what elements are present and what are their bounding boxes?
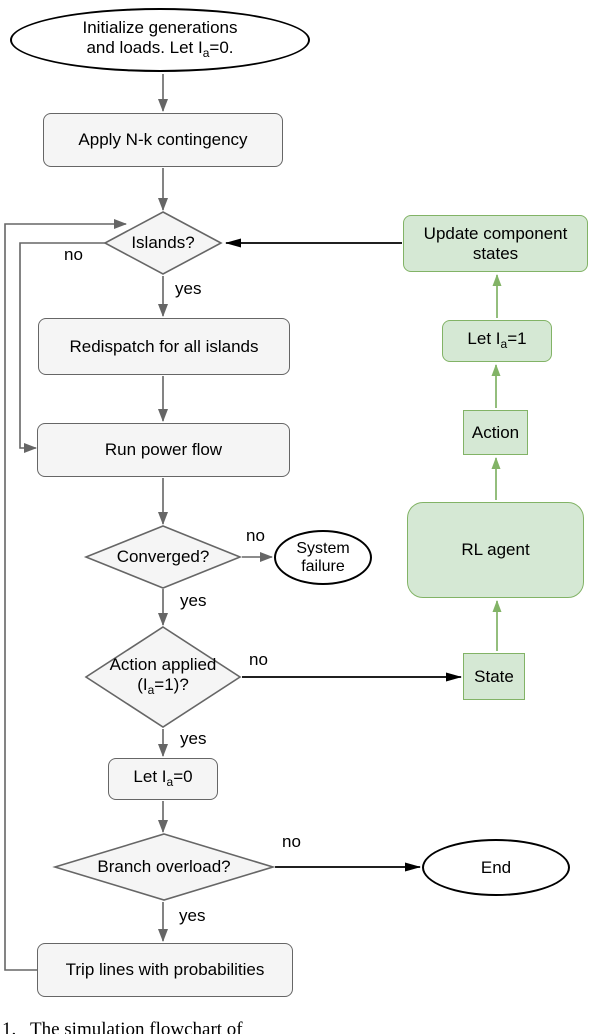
node-trip-lines: Trip lines with probabilities: [37, 943, 293, 997]
islands-yes-label: yes: [175, 279, 202, 298]
system-failure-line2: failure: [301, 557, 345, 575]
action-label: Action: [471, 422, 520, 442]
node-run-power-flow: Run power flow: [37, 423, 290, 477]
update-states-line2: states: [472, 243, 519, 263]
let-ia1-label: Let Ia=1: [467, 328, 527, 351]
converged-decision-shape: [83, 525, 243, 589]
converged-label: Converged?: [116, 547, 210, 566]
branch-overload-decision-shape: [52, 833, 276, 901]
branch-no-label: no: [282, 832, 301, 851]
islands-decision-shape: [103, 211, 223, 275]
action-applied-label: Action applied (Ia=1)?: [109, 654, 217, 697]
node-system-failure: System failure: [274, 530, 372, 585]
let-ia0-label: Let Ia=0: [133, 766, 193, 789]
node-let-ia1: Let Ia=1: [442, 320, 552, 362]
node-end: End: [422, 839, 570, 896]
edge-triplines-feedback-to-islands: [4, 219, 127, 971]
action-applied-decision-shape: [84, 626, 242, 728]
system-failure-line1: System: [296, 539, 350, 557]
islands-label: Islands?: [131, 233, 195, 252]
trip-lines-label: Trip lines with probabilities: [65, 960, 265, 979]
node-action: Action: [463, 410, 528, 455]
islands-no-label: no: [64, 245, 83, 264]
node-initialize-line1: Initialize generations: [82, 17, 238, 37]
figure-caption-text: The simulation flowchart of: [30, 1019, 243, 1034]
state-label: State: [474, 666, 514, 686]
branch-overload-label: Branch overload?: [97, 857, 231, 876]
edge-islands-no-to-runpf: [19, 242, 105, 453]
node-update-component-states: Update component states: [403, 215, 588, 272]
converged-yes-label: yes: [180, 591, 207, 610]
node-apply-contingency: Apply N-k contingency: [43, 113, 283, 167]
redispatch-label: Redispatch for all islands: [69, 336, 259, 356]
action-applied-no-label: no: [249, 650, 268, 669]
end-label: End: [480, 857, 512, 877]
figure-caption-number: 1.: [2, 1019, 17, 1034]
update-states-line1: Update component: [423, 223, 568, 243]
branch-yes-label: yes: [179, 906, 206, 925]
node-initialize: Initialize generations and loads. Let Ia…: [10, 8, 310, 72]
node-state: State: [463, 653, 525, 700]
node-let-ia0: Let Ia=0: [108, 758, 218, 800]
action-applied-yes-label: yes: [180, 729, 207, 748]
node-initialize-line2: and loads. Let Ia=0.: [86, 37, 234, 60]
run-power-flow-label: Run power flow: [104, 440, 223, 459]
apply-contingency-label: Apply N-k contingency: [78, 130, 248, 149]
converged-no-label: no: [246, 526, 265, 545]
node-redispatch: Redispatch for all islands: [38, 318, 290, 375]
rl-agent-label: RL agent: [461, 540, 530, 559]
node-rl-agent: RL agent: [407, 502, 584, 598]
